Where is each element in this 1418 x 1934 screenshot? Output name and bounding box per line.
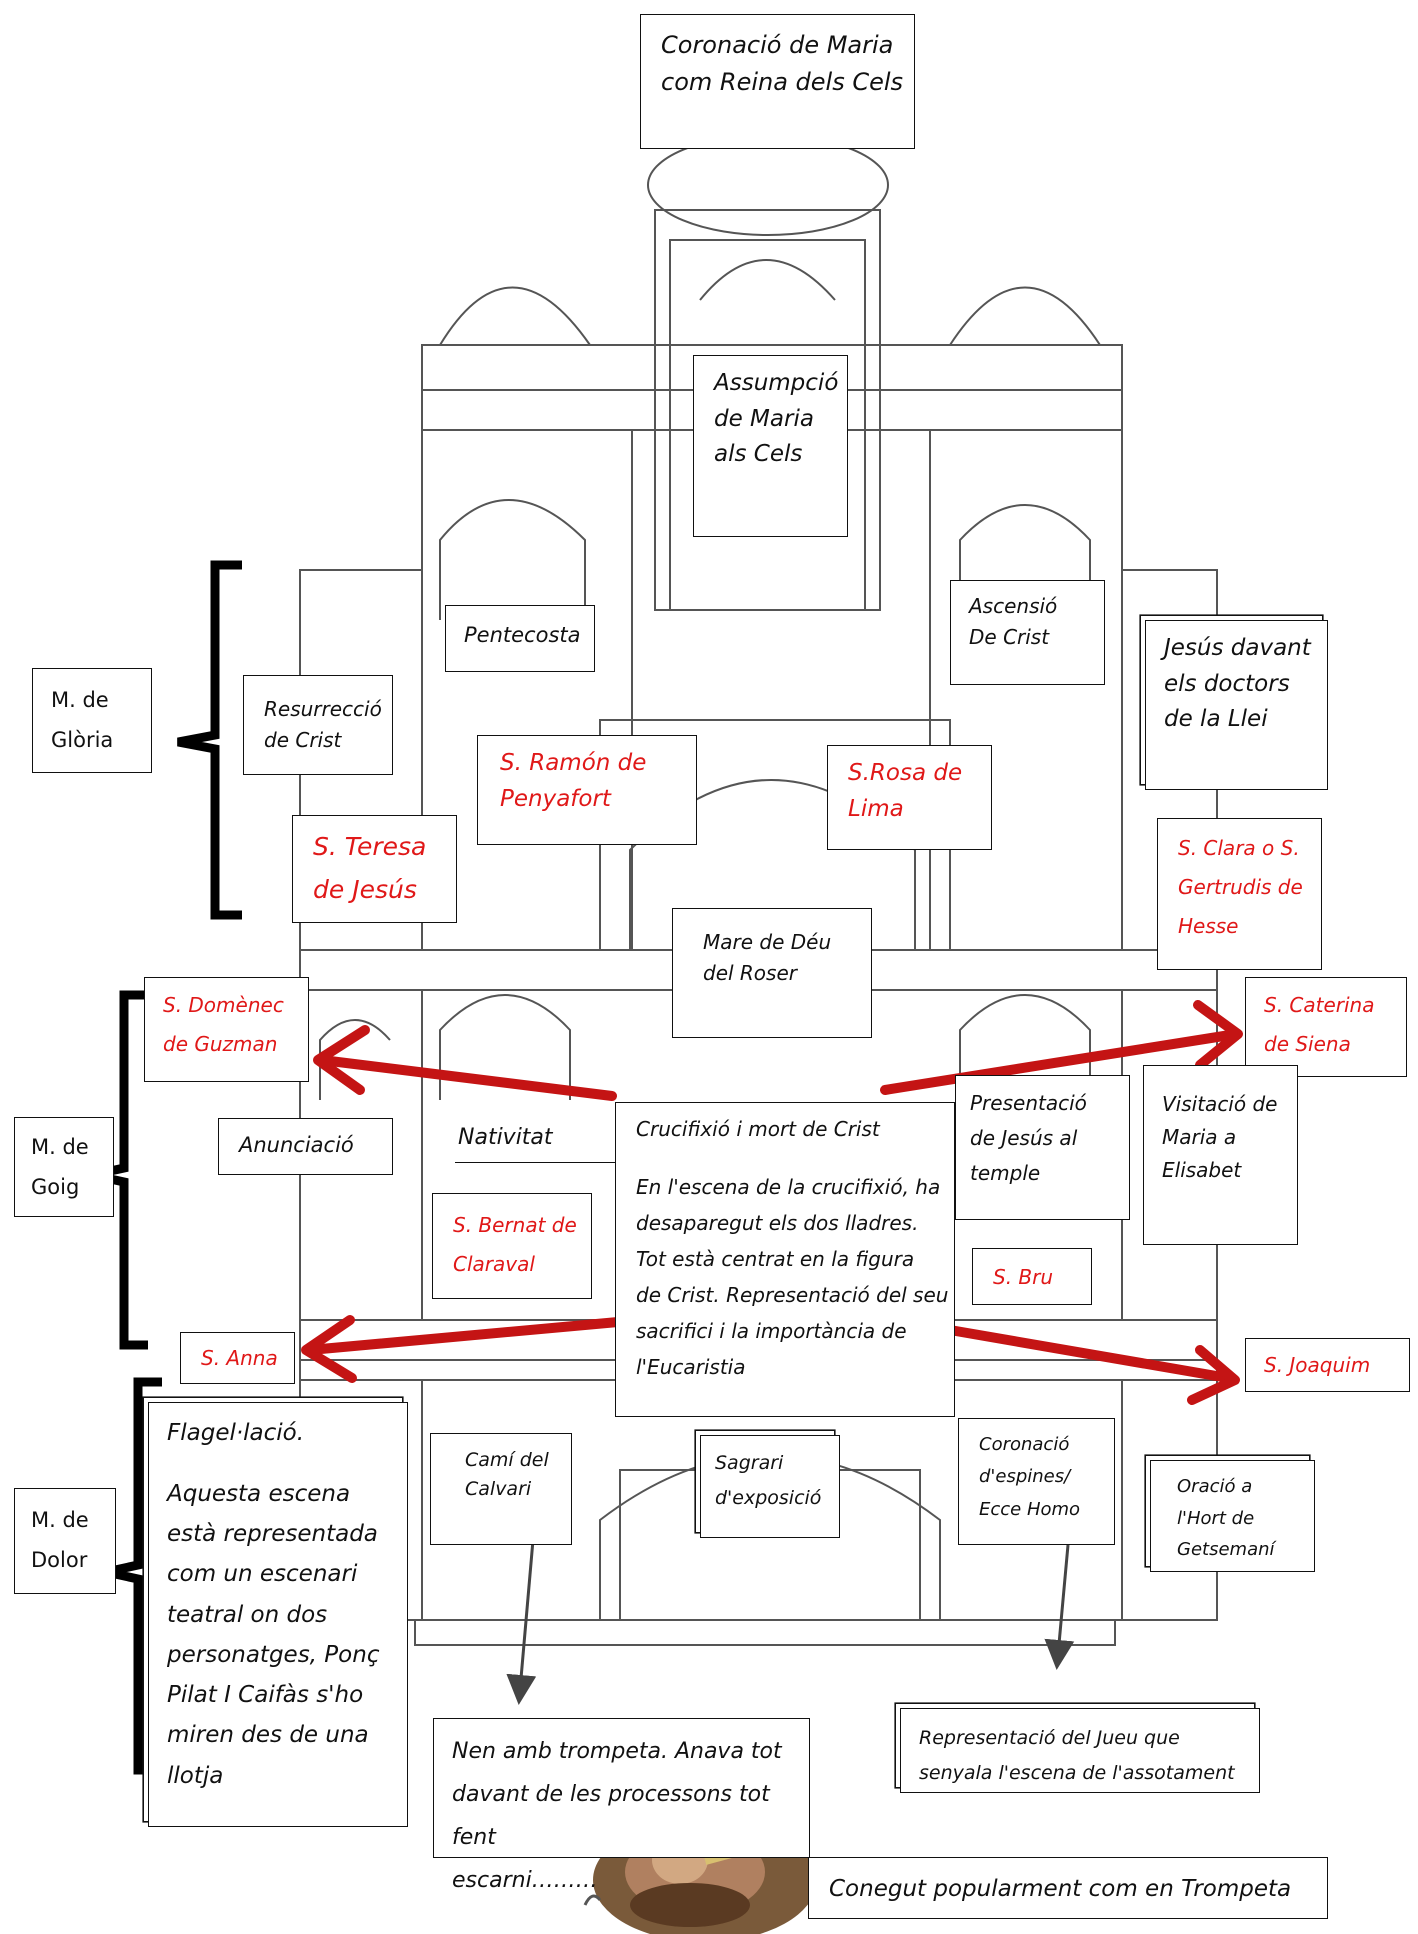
label-oracio: Oració a l'Hort de Getsemaní <box>1150 1460 1315 1572</box>
arrow-to-caterina <box>880 1030 1235 1095</box>
label-nen: Nen amb trompeta. Anava tot davant de le… <box>433 1718 810 1893</box>
label-sagrari: Sagrari d'exposició <box>700 1435 840 1538</box>
label-ramon: S. Ramón de Penyafort <box>477 735 697 845</box>
label-visitacio: Visitació de Maria a Elisabet <box>1143 1065 1298 1245</box>
label-joaquim: S. Joaquim <box>1245 1338 1410 1392</box>
bottom-ornament <box>583 1894 602 1906</box>
label-nativitat: Nativitat <box>458 1125 553 1150</box>
flagelacio-body: Aquesta escena està representada com un … <box>167 1480 380 1789</box>
arrow-coronacio-to-jueu <box>1044 1544 1075 1670</box>
crucifixio-body: En l'escena de la crucifixió, ha desapar… <box>636 1175 949 1379</box>
bracket-gloria <box>177 560 242 920</box>
red-arrows <box>301 1000 1243 1405</box>
label-mare-deu: Mare de Déu del Roser <box>672 908 872 1038</box>
label-presentacio: Presentació de Jesús al temple <box>955 1075 1130 1220</box>
label-rosa: S.Rosa de Lima <box>827 745 992 850</box>
label-pentecosta: Pentecosta <box>445 605 595 672</box>
label-anunciacio: Anunciació <box>218 1118 393 1175</box>
crucifixio-title: Crucifixió i mort de Crist <box>636 1117 880 1141</box>
arrowhead-anna <box>301 1315 357 1383</box>
label-clara: S. Clara o S. Gertrudis de Hesse <box>1157 818 1322 970</box>
arrow-to-domenec <box>317 1055 617 1101</box>
label-trompeta: Conegut popularment com en Trompeta <box>808 1857 1328 1919</box>
label-teresa: S. Teresa de Jesús <box>292 815 457 923</box>
group-goig: M. de Goig <box>14 1117 114 1217</box>
flagelacio-title: Flagel·lació. <box>167 1420 305 1446</box>
label-resurreccio: Resurrecció de Crist <box>243 675 393 775</box>
label-caterina: S. Caterina de Siena <box>1245 977 1407 1077</box>
nativitat-underline <box>455 1162 615 1163</box>
label-crucifixio: Crucifixió i mort de Crist En l'escena d… <box>615 1102 955 1417</box>
label-ascensio: Ascensió De Crist <box>950 580 1105 685</box>
label-flagelacio: Flagel·lació. Aquesta escena està repres… <box>148 1402 408 1827</box>
arrow-cami-to-nen <box>506 1539 537 1705</box>
arrow-to-anna <box>305 1317 623 1355</box>
group-gloria: M. de Glòria <box>32 668 152 773</box>
label-bernat: S. Bernat de Claraval <box>432 1193 592 1299</box>
label-domenec: S. Domènec de Guzman <box>144 977 309 1082</box>
label-coronacio-maria: Coronació de Maria com Reina dels Cels <box>640 14 915 149</box>
label-assumpcio: Assumpció de Maria als Cels <box>693 355 848 537</box>
arrowhead-caterina <box>1193 1000 1243 1070</box>
group-dolor: M. de Dolor <box>14 1488 116 1594</box>
label-jueu: Representació del Jueu que senyala l'esc… <box>900 1708 1260 1793</box>
arrow-to-joaquim <box>945 1325 1233 1383</box>
label-jesus-doctors: Jesús davant els doctors de la Llei <box>1145 620 1328 790</box>
label-bru: S. Bru <box>972 1248 1092 1305</box>
arrowhead-joaquim <box>1187 1345 1240 1405</box>
label-anna: S. Anna <box>180 1332 295 1384</box>
label-coronacio-espines: Coronació d'espines/ Ecce Homo <box>958 1418 1115 1545</box>
arrowhead-domenec <box>313 1025 370 1095</box>
label-cami-calvari: Camí del Calvari <box>430 1433 572 1545</box>
